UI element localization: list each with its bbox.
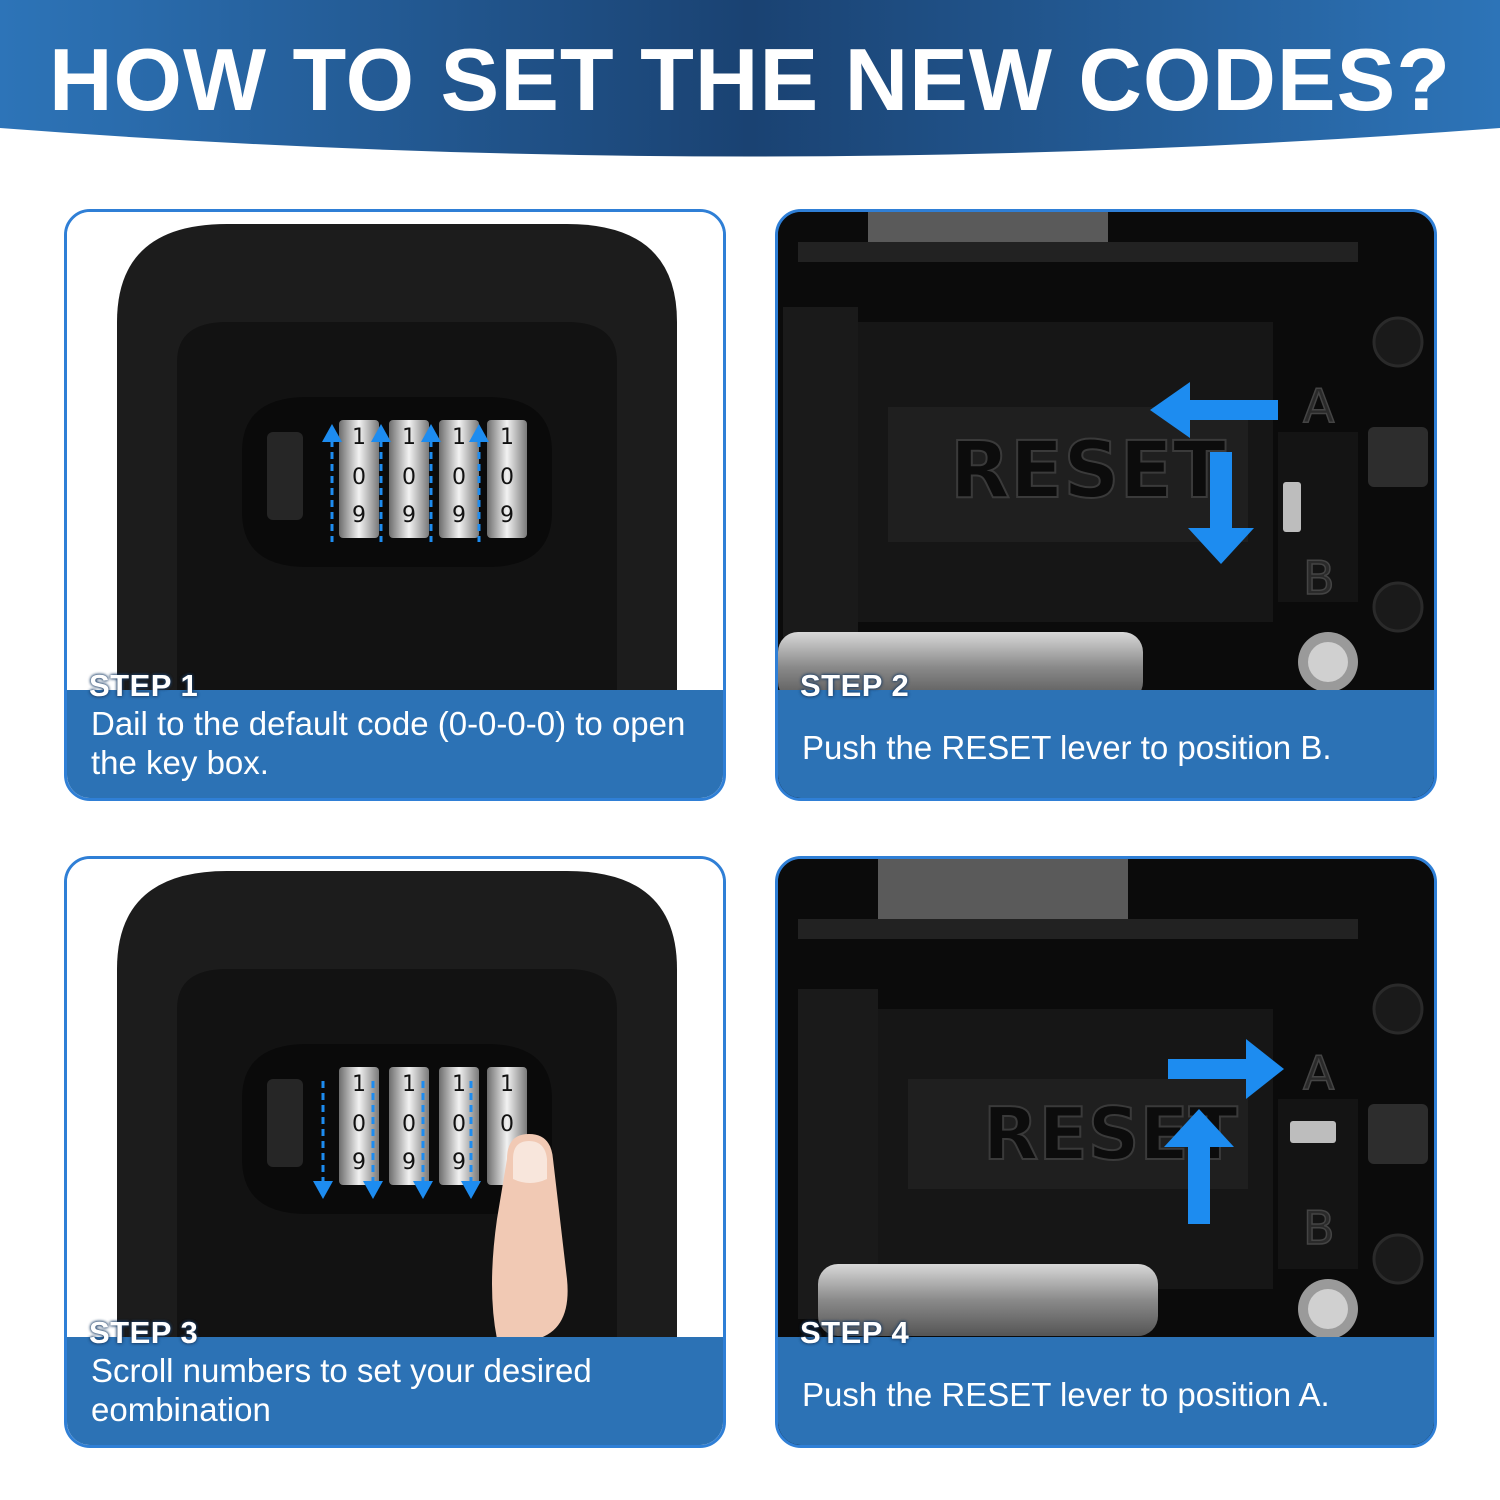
dial-digit: 1 bbox=[452, 1072, 466, 1097]
step-card-4: RESET A B STEP 4 Push the RESET lever to… bbox=[775, 856, 1437, 1448]
step-caption: STEP 1 Dail to the default code (0-0-0-0… bbox=[67, 668, 723, 798]
position-b-label: B bbox=[1303, 551, 1335, 605]
step-caption: STEP 4 Push the RESET lever to position … bbox=[778, 1315, 1434, 1445]
page-title: HOW TO SET THE NEW CODES? bbox=[48, 30, 1452, 129]
dial-digit: 9 bbox=[452, 503, 466, 528]
step-card-3: 1 1 1 1 0 0 0 0 9 9 9 STE bbox=[64, 856, 726, 1448]
arrow-down-icon bbox=[313, 1181, 481, 1199]
arrow-up-icon bbox=[322, 424, 489, 442]
dial-digit: 9 bbox=[500, 503, 514, 528]
arrow-right-icon bbox=[1168, 1039, 1284, 1099]
dial-digit: 1 bbox=[402, 1072, 416, 1097]
finger-icon bbox=[492, 1134, 568, 1339]
arrow-down-icon bbox=[1188, 452, 1254, 564]
header-banner: HOW TO SET THE NEW CODES? bbox=[0, 0, 1500, 175]
dial-digit: 9 bbox=[402, 503, 416, 528]
step-label: STEP 1 bbox=[89, 668, 199, 703]
dial-digit: 0 bbox=[402, 1112, 416, 1137]
dial-digit: 1 bbox=[452, 425, 466, 450]
arrow-up-icon bbox=[1164, 1109, 1234, 1224]
dial-digit: 1 bbox=[352, 1072, 366, 1097]
step-label: STEP 4 bbox=[800, 1315, 910, 1350]
dial-digit: 0 bbox=[452, 1112, 466, 1137]
position-b-label: B bbox=[1303, 1201, 1335, 1255]
dial-digit: 1 bbox=[352, 425, 366, 450]
dial-digit: 0 bbox=[352, 465, 366, 490]
dial-digit: 9 bbox=[352, 503, 366, 528]
step-instruction: Scroll numbers to set your desired eombi… bbox=[91, 1352, 592, 1428]
dial-digit: 0 bbox=[500, 1112, 514, 1137]
header-background bbox=[0, 0, 1500, 157]
step-label: STEP 3 bbox=[89, 1315, 199, 1350]
dial-digit: 9 bbox=[352, 1150, 366, 1175]
reset-engraving: RESET bbox=[950, 426, 1226, 516]
position-a-label: A bbox=[1303, 379, 1335, 433]
step-card-1: 1 1 1 1 0 0 0 0 9 9 9 9 STEP 1 Dail to bbox=[64, 209, 726, 801]
dial-digit: 0 bbox=[402, 465, 416, 490]
dial-digit: 9 bbox=[452, 1150, 466, 1175]
dial-digit: 0 bbox=[452, 465, 466, 490]
arrow-left-icon bbox=[1150, 382, 1278, 438]
step-instruction: Dail to the default code (0-0-0-0) to op… bbox=[91, 705, 686, 781]
position-a-label: A bbox=[1303, 1046, 1335, 1100]
dial-digit: 0 bbox=[500, 465, 514, 490]
step-instruction: Push the RESET lever to position B. bbox=[802, 729, 1332, 766]
step-instruction: Push the RESET lever to position A. bbox=[802, 1376, 1330, 1413]
step-caption: STEP 3 Scroll numbers to set your desire… bbox=[67, 1315, 723, 1445]
dial-digit: 9 bbox=[402, 1150, 416, 1175]
step-label: STEP 2 bbox=[800, 668, 910, 703]
dial-digit: 0 bbox=[352, 1112, 366, 1137]
step-card-2: RESET A B STEP 2 Push the RESET lever to… bbox=[775, 209, 1437, 801]
dial-digit: 1 bbox=[500, 425, 514, 450]
step-caption: STEP 2 Push the RESET lever to position … bbox=[778, 668, 1434, 798]
dial-digit: 1 bbox=[402, 425, 416, 450]
dial-digit: 1 bbox=[500, 1072, 514, 1097]
